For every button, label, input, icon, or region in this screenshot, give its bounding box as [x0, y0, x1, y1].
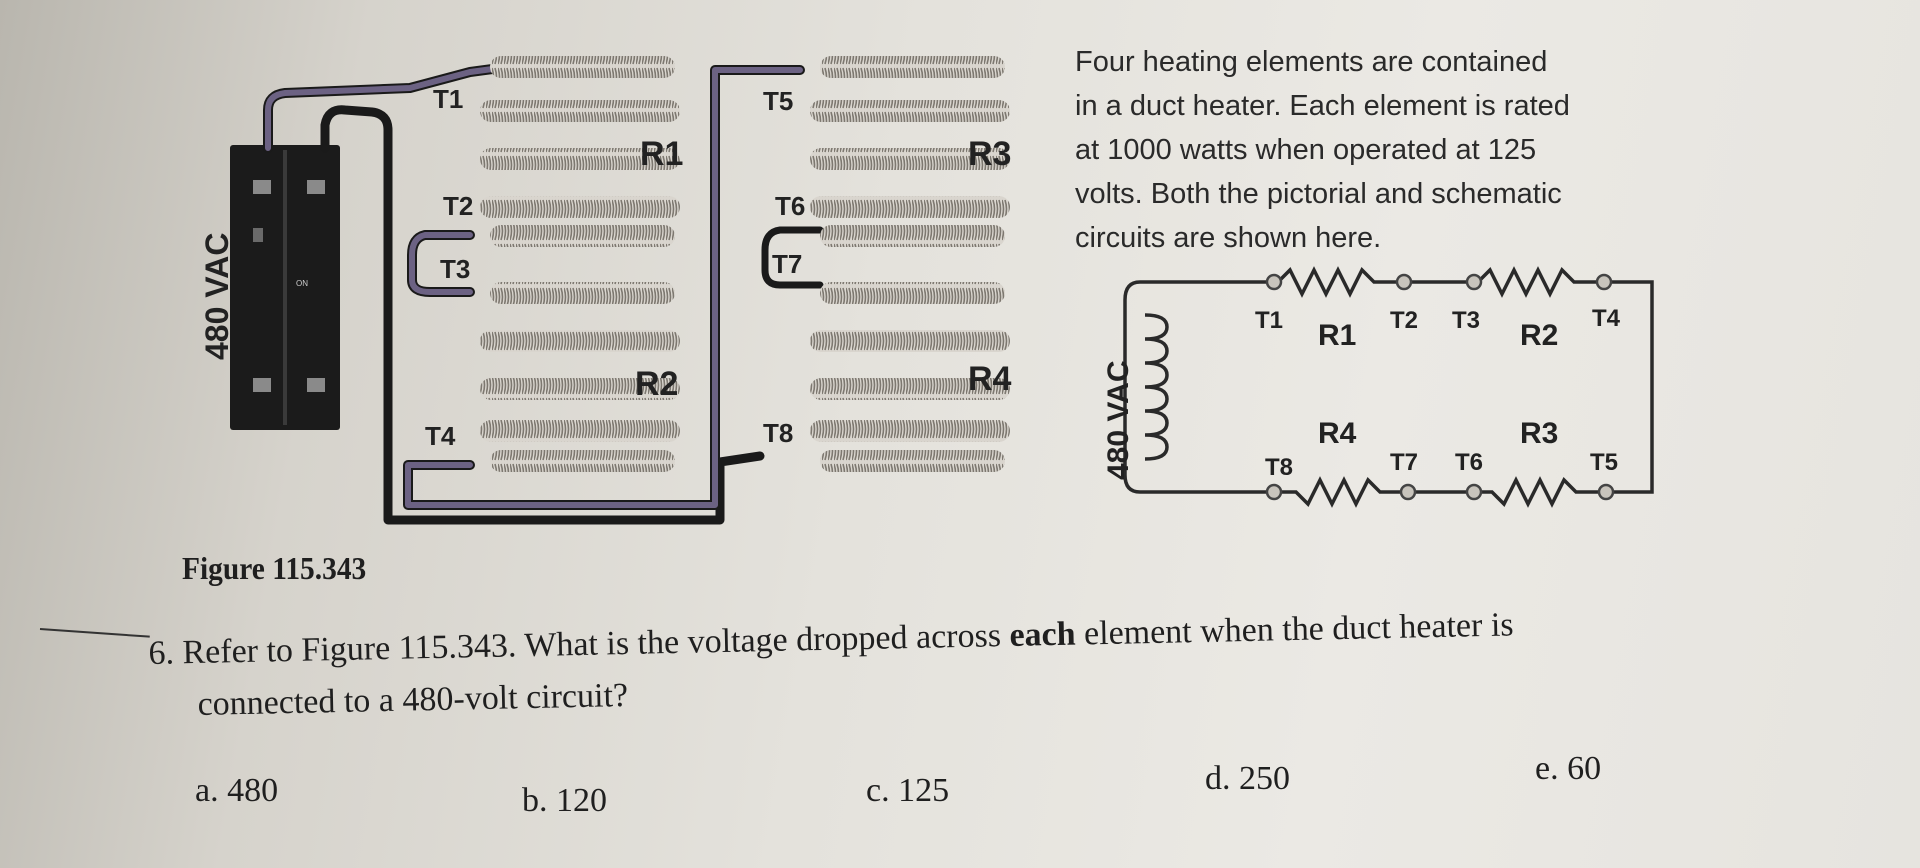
schematic-supply-label: 480 VAC: [1102, 360, 1135, 480]
schematic-labels: 480 VAC T1 T2 T3 T4 R1 R2 T8 R4 T7 T6 R3…: [1102, 305, 1621, 481]
option-value: 120: [556, 782, 607, 819]
option-value: 125: [898, 772, 950, 809]
question-text-end: element when the duct heater is: [1075, 606, 1514, 653]
option-b[interactable]: b. 120: [522, 782, 607, 820]
option-value: 250: [1239, 760, 1290, 797]
label-t4: T4: [425, 421, 456, 451]
description-line: volts. Both the pictorial and schematic: [1075, 178, 1562, 210]
schematic-t6: T6: [1455, 449, 1483, 476]
label-r2: R2: [635, 365, 678, 403]
figure-description: Four heating elements are contained in a…: [1075, 40, 1675, 260]
schematic-t5: T5: [1590, 449, 1618, 476]
label-t1: T1: [433, 84, 463, 114]
option-letter: a.: [195, 772, 219, 809]
breaker-on-label: ON: [296, 279, 308, 288]
schematic-circuit: [1123, 266, 1654, 508]
circuit-breaker: ON: [230, 145, 340, 430]
label-t5: T5: [763, 86, 793, 116]
label-t2: T2: [443, 191, 473, 221]
option-letter: d.: [1205, 760, 1231, 797]
option-a[interactable]: a. 480: [195, 772, 278, 810]
description-line: circuits are shown here.: [1075, 222, 1382, 254]
label-r1: R1: [640, 135, 683, 173]
label-r3: R3: [968, 135, 1011, 173]
schematic-t8: T8: [1265, 454, 1293, 481]
option-value: 480: [227, 772, 279, 809]
figure-caption: Figure 115.343: [182, 550, 367, 586]
label-r4: R4: [968, 360, 1012, 398]
schematic-t3: T3: [1452, 307, 1480, 334]
option-c[interactable]: c. 125: [866, 772, 949, 810]
schematic-r3: R3: [1520, 417, 1558, 450]
heater-coils: [480, 56, 1010, 472]
schematic-t1: T1: [1255, 307, 1283, 334]
schematic-t7: T7: [1390, 449, 1418, 476]
supply-voltage-label: 480 VAC: [199, 233, 235, 360]
option-e[interactable]: e. 60: [1535, 750, 1601, 788]
description-line: in a duct heater. Each element is rated: [1075, 90, 1570, 122]
label-t8: T8: [763, 418, 793, 448]
question-text-start: Refer to Figure 115.343. What is the vol…: [182, 616, 1010, 672]
schematic-r1: R1: [1318, 319, 1356, 352]
schematic-r4: R4: [1318, 417, 1357, 450]
pictorial-terminal-labels: T1 T2 T3 T4 T5 T6 T7 T8 R1 R2 R3 R4: [425, 84, 1012, 451]
pictorial-wiring: [263, 63, 824, 525]
option-value: 60: [1567, 750, 1602, 787]
option-d[interactable]: d. 250: [1205, 760, 1290, 798]
option-letter: e.: [1535, 750, 1559, 787]
option-letter: b.: [522, 782, 548, 819]
schematic-t4: T4: [1592, 305, 1621, 332]
schematic-r2: R2: [1520, 319, 1558, 352]
description-line: Four heating elements are contained: [1075, 46, 1548, 78]
description-line: at 1000 watts when operated at 125: [1075, 134, 1537, 166]
label-t7: T7: [772, 249, 802, 279]
question-emphasis: each: [1009, 615, 1076, 654]
schematic-t2: T2: [1390, 307, 1418, 334]
option-letter: c.: [866, 772, 890, 809]
question-number: 6.: [148, 634, 175, 672]
label-t6: T6: [775, 191, 805, 221]
label-t3: T3: [440, 254, 470, 284]
